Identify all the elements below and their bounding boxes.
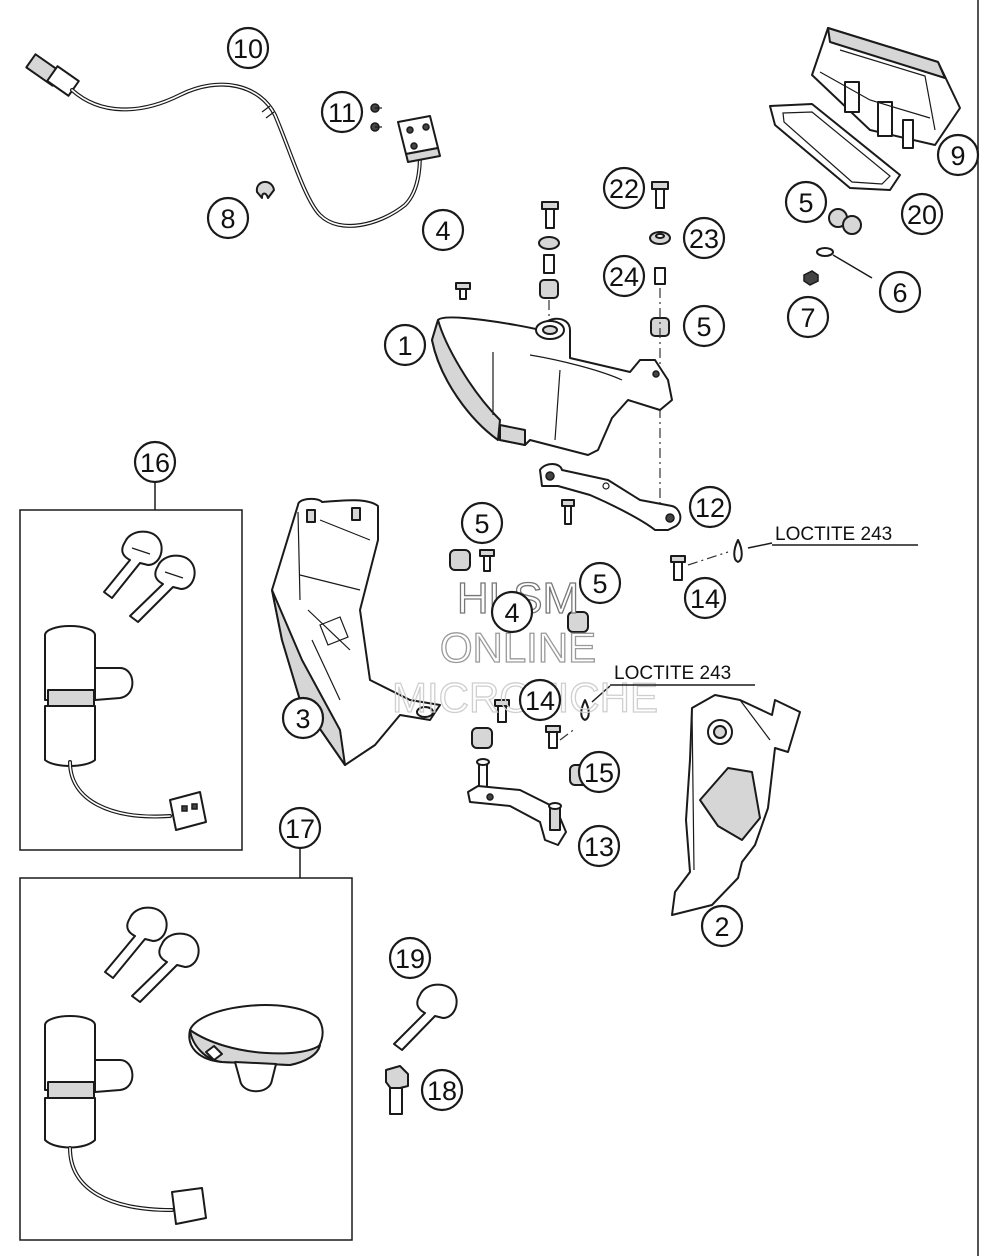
callout-16: 16 [133, 440, 177, 484]
callout-2: 2 [700, 904, 744, 948]
callout-23: 23 [682, 216, 726, 260]
svg-text:5: 5 [798, 188, 813, 218]
kit-17-keys [104, 906, 200, 1003]
kit-17-fuel-cap [188, 1004, 324, 1093]
svg-text:3: 3 [295, 704, 310, 734]
callout-12: 12 [688, 485, 732, 529]
dashboard-unit [811, 27, 961, 149]
svg-text:17: 17 [285, 814, 315, 844]
hardware-stack-right [649, 181, 671, 520]
inner-panel-3 [271, 497, 441, 766]
wiring-harness [25, 53, 422, 228]
loctite-note-mid: LOCTITE 243 [610, 663, 755, 686]
kit-16-keys [103, 530, 196, 623]
kit-17-ignition-lock [44, 1015, 207, 1225]
svg-text:15: 15 [584, 758, 614, 788]
svg-text:20: 20 [907, 200, 937, 230]
callout-19: 19 [388, 936, 432, 980]
svg-text:6: 6 [892, 278, 907, 308]
svg-text:1: 1 [397, 331, 412, 361]
callout-17: 17 [278, 806, 322, 850]
callout-5-mid-top: 5 [682, 304, 726, 348]
headlight-mask [431, 316, 673, 456]
callout-14-mid: 14 [518, 678, 562, 722]
svg-text:14: 14 [690, 584, 720, 614]
cable-clip [255, 181, 275, 199]
bolt-18 [385, 1065, 409, 1115]
callout-6: 6 [878, 270, 922, 314]
callout-5-right: 5 [784, 180, 828, 224]
loctite-note-top: LOCTITE 243 [772, 524, 918, 546]
loctite-label-mid: LOCTITE 243 [614, 663, 731, 684]
callout-4-top: 4 [421, 208, 465, 252]
callout-11: 11 [320, 90, 364, 134]
callout-20: 20 [900, 192, 944, 236]
loctite-drop-mid [580, 685, 611, 721]
svg-text:5: 5 [474, 509, 489, 539]
callout-10: 10 [226, 26, 270, 70]
callout-18: 18 [420, 1068, 464, 1112]
connector-block [397, 115, 441, 163]
callout-24: 24 [602, 254, 646, 298]
washer-6 [816, 247, 873, 279]
callout-7: 7 [786, 295, 830, 339]
bracket-13 [467, 758, 567, 846]
svg-text:7: 7 [800, 303, 815, 333]
svg-text:9: 9 [950, 141, 965, 171]
bracket-12 [539, 463, 682, 531]
loctite-drop-top [733, 539, 773, 563]
svg-text:5: 5 [592, 569, 607, 599]
loctite-label-top: LOCTITE 243 [775, 524, 892, 545]
callout-14-top: 14 [683, 576, 727, 620]
svg-text:2: 2 [714, 912, 729, 942]
callout-22: 22 [602, 166, 646, 210]
screws [370, 103, 382, 132]
svg-text:5: 5 [696, 312, 711, 342]
callout-8: 8 [206, 196, 250, 240]
callout-5-mid: 5 [460, 501, 504, 545]
kit-16-ignition-lock [44, 625, 207, 831]
svg-text:4: 4 [435, 216, 450, 246]
svg-text:4: 4 [504, 598, 519, 628]
callout-1: 1 [383, 323, 427, 367]
callout-15: 15 [577, 750, 621, 794]
bolt-12 [561, 499, 575, 525]
rubber-grommet-20 [828, 208, 862, 235]
svg-text:14: 14 [525, 686, 555, 716]
dashboard-seal [769, 103, 901, 191]
svg-text:23: 23 [689, 224, 719, 254]
callout-4-mid: 4 [490, 590, 534, 634]
svg-text:13: 13 [584, 832, 614, 862]
nut-7 [803, 270, 819, 286]
spare-key-19 [393, 983, 458, 1051]
kit-17-frame [19, 877, 353, 1241]
svg-text:18: 18 [427, 1076, 457, 1106]
kit-16-frame [19, 509, 243, 851]
svg-text:12: 12 [695, 493, 725, 523]
svg-text:24: 24 [609, 262, 639, 292]
callout-9: 9 [936, 133, 980, 177]
callout-5-center: 5 [578, 561, 622, 605]
svg-text:10: 10 [233, 34, 263, 64]
callout-13: 13 [577, 824, 621, 868]
inner-panel-2 [671, 694, 801, 916]
svg-text:11: 11 [328, 98, 356, 128]
bolt-14-top [670, 551, 729, 581]
svg-text:16: 16 [140, 448, 170, 478]
svg-text:22: 22 [609, 174, 639, 204]
svg-text:8: 8 [220, 204, 235, 234]
svg-text:19: 19 [395, 944, 425, 974]
hardware-stack-left [538, 201, 560, 318]
callout-3: 3 [281, 696, 325, 740]
screw-4-top [455, 282, 471, 300]
